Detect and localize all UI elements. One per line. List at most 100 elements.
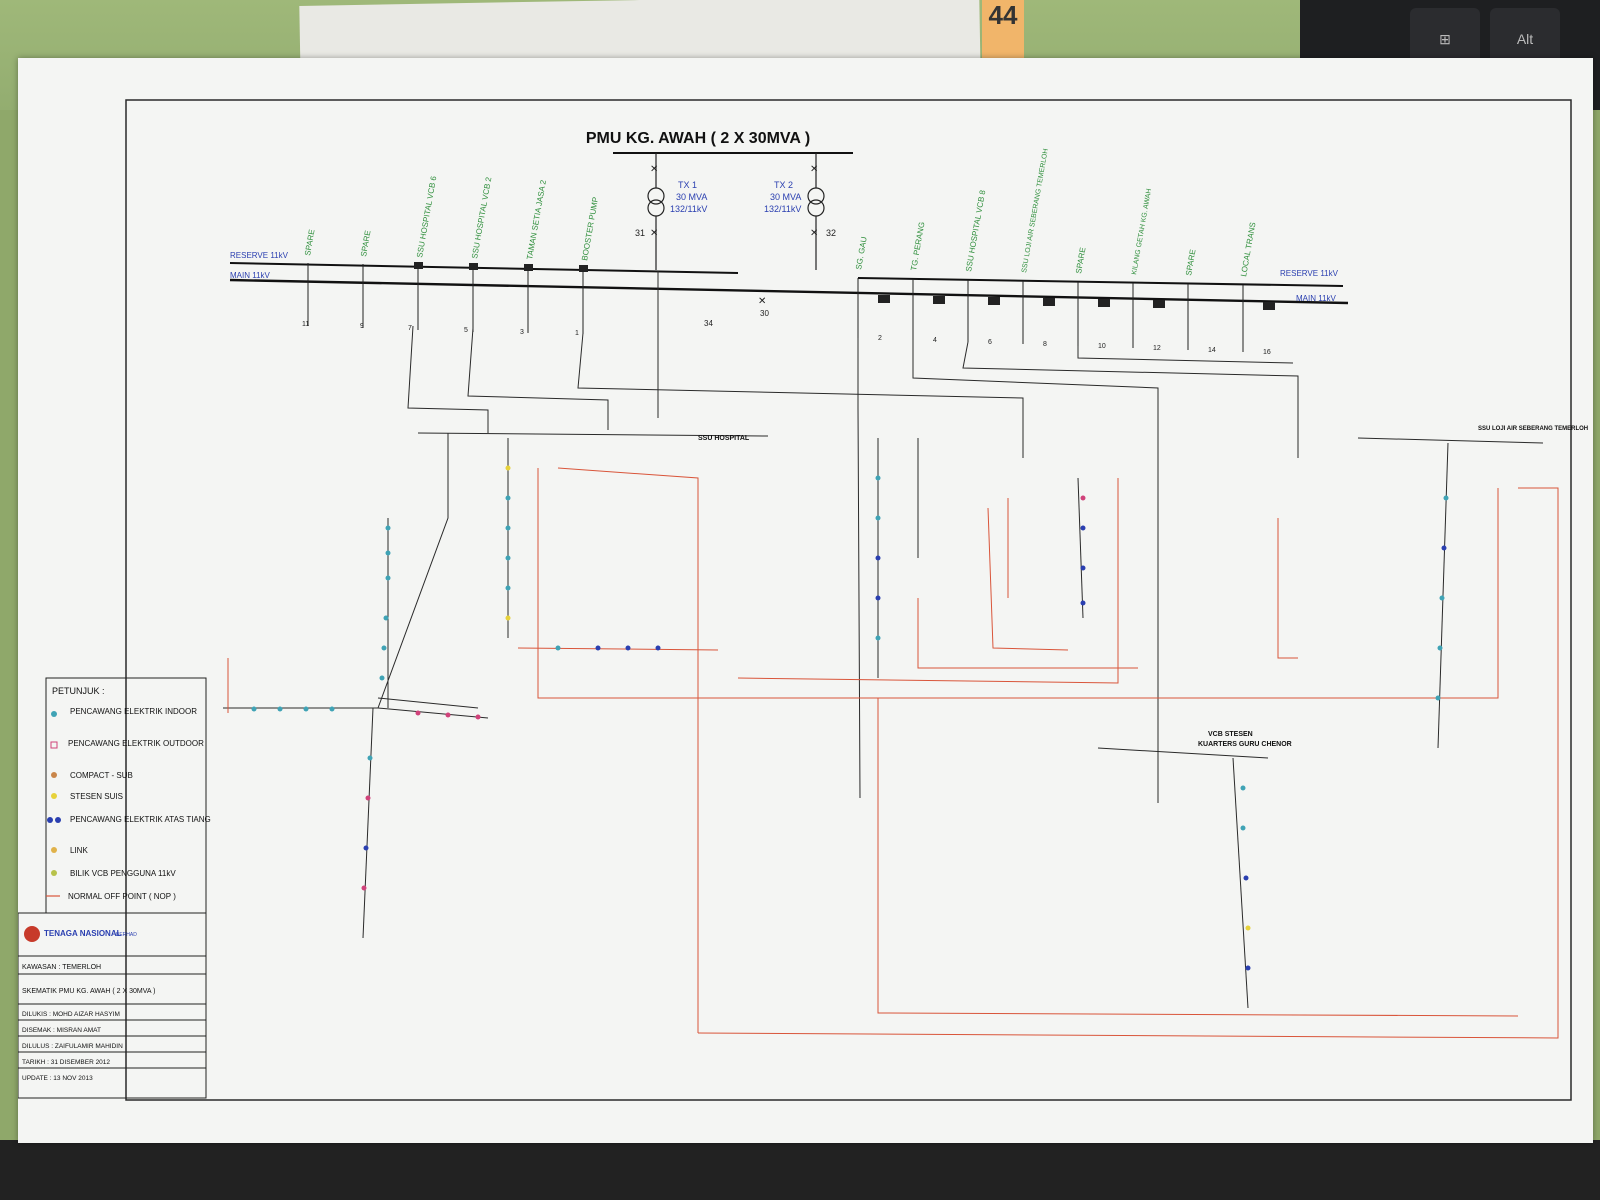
- feeder-label: SSU LOJI AIR SEBERANG TEMERLOH: [1021, 148, 1050, 273]
- feeder-number: 5: [464, 327, 468, 334]
- feeder-label: LOCAL TRANS: [1239, 221, 1257, 277]
- feeder-number: 11: [302, 321, 309, 328]
- vcb-block: [469, 263, 478, 270]
- vcb-stesen-label: VCB STESEN: [1208, 731, 1253, 738]
- feeder-number: 4: [933, 337, 937, 344]
- legend-item-bilik-vcb: BILIK VCB PENGGUNA 11kV: [70, 869, 176, 878]
- legend-compact-sub-icon: [51, 772, 57, 778]
- legend-item-link: LINK: [70, 846, 88, 855]
- svg-text:✕: ✕: [810, 228, 818, 239]
- feeder-number: 8: [1043, 341, 1047, 348]
- legend-item-stesen-suis: STESEN SUIS: [70, 792, 123, 801]
- diagram-title: PMU KG. AWAH ( 2 X 30MVA ): [586, 130, 810, 147]
- feeder-label: KILANG GETAH KG. AWAH: [1131, 188, 1153, 275]
- company-logo: [24, 926, 40, 942]
- company-name: TENAGA NASIONAL: [44, 929, 122, 938]
- distribution-cables: [223, 271, 1544, 1009]
- legend-item-nop: NORMAL OFF POINT ( NOP ): [68, 892, 176, 901]
- ssu-loji-air-label: SSU LOJI AIR SEBERANG TEMERLOH: [1478, 426, 1588, 432]
- update: UPDATE : 13 NOV 2013: [22, 1075, 93, 1082]
- feeder-number: 9: [360, 323, 364, 330]
- disemak: DISEMAK : MISRAN AMAT: [22, 1027, 101, 1034]
- tx2-voltage: 132/11kV: [764, 204, 801, 214]
- feeders-left: [307, 263, 584, 334]
- schematic-diagram: PMU KG. AWAH ( 2 X 30MVA ) ✕ ✕ TX 1 30 M…: [18, 99, 1588, 1101]
- legend-outdoor-icon: [50, 741, 58, 749]
- legend-atas-tiang-icon: [47, 817, 53, 823]
- vcb-block: [1043, 298, 1055, 306]
- vcb-block: [933, 296, 945, 304]
- drawing-frame: [125, 99, 1572, 1101]
- skematik: SKEMATIK PMU KG. AWAH ( 2 X 30MVA ): [22, 988, 155, 995]
- feeder-number: 16: [1263, 349, 1271, 356]
- legend-item-outdoor: PENCAWANG ELEKTRIK OUTDOOR: [68, 739, 204, 748]
- legend-item-compact-sub: COMPACT - SUB: [70, 771, 133, 780]
- company-suffix: BERHAD: [116, 932, 137, 938]
- tx2-rating: 30 MVA: [770, 192, 801, 202]
- feeder-label: SPARE: [1184, 249, 1197, 277]
- feeder-number: 10: [1098, 343, 1106, 350]
- bus-coupler-34: 34: [704, 319, 713, 328]
- main-bus: [229, 278, 1349, 305]
- schematic-sheet: PMU KG. AWAH ( 2 X 30MVA ) ✕ ✕ TX 1 30 M…: [18, 58, 1593, 1143]
- feeder-number: 7: [408, 325, 412, 332]
- reserve-bus-right-label: RESERVE 11kV: [1280, 269, 1339, 278]
- vcb-block: [878, 295, 890, 303]
- desk-bottom-edge: [0, 1140, 1600, 1200]
- tx2-name: TX 2: [774, 180, 793, 190]
- vcb-block: [524, 264, 533, 271]
- substation-markers: [251, 465, 1449, 971]
- reserve-bus-right: [857, 277, 1344, 287]
- main-bus-right-label: MAIN 11kV: [1296, 294, 1337, 303]
- svg-text:✕: ✕: [650, 164, 658, 175]
- tarikh: TARIKH : 31 DISEMBER 2012: [22, 1059, 110, 1066]
- svg-text:✕: ✕: [810, 164, 818, 175]
- vcb-block: [1263, 302, 1275, 310]
- feeder-number: 3: [520, 329, 524, 336]
- legend-heading: PETUNJUK :: [52, 686, 105, 696]
- dilukis: DILUKIS : MOHD AIZAR HASYIM: [22, 1011, 120, 1018]
- feeder-label: SPARE: [1074, 247, 1087, 275]
- tx1-breaker: 31: [635, 228, 645, 238]
- legend: PETUNJUK : PENCAWANG ELEKTRIK INDOOR PEN…: [45, 677, 211, 914]
- feeder-label: BOOSTER PUMP: [580, 196, 600, 261]
- feeder-number: 6: [988, 339, 992, 346]
- legend-item-indoor: PENCAWANG ELEKTRIK INDOOR: [70, 707, 197, 716]
- tx1-voltage: 132/11kV: [670, 204, 707, 214]
- tx1-name: TX 1: [678, 180, 697, 190]
- legend-bilik-vcb-icon: [51, 870, 57, 876]
- reserve-bus-left-label: RESERVE 11kV: [230, 251, 289, 260]
- kawasan: KAWASAN : TEMERLOH: [22, 964, 101, 971]
- vcb-block: [414, 262, 423, 269]
- feeder-number: 2: [878, 335, 882, 342]
- svg-text:✕: ✕: [758, 296, 766, 307]
- legend-item-atas-tiang: PENCAWANG ELEKTRIK ATAS TIANG: [70, 815, 211, 824]
- vcb-block: [1098, 299, 1110, 307]
- feeder-label: TAMAN SETIA JASA 2: [525, 179, 548, 261]
- feeder-number: 14: [1208, 347, 1216, 354]
- svg-text:✕: ✕: [650, 228, 658, 239]
- transformer-tx2: ✕ ✕ TX 2 30 MVA 132/11kV 32: [764, 153, 836, 270]
- title-block: TENAGA NASIONAL BERHAD KAWASAN : TEMERLO…: [18, 912, 207, 1099]
- feeder-number: 1: [575, 330, 579, 337]
- feeder-label: SSU HOSPITAL VCB 2: [470, 176, 493, 260]
- feeder-label: SSU HOSPITAL VCB 6: [415, 175, 438, 259]
- vcb-block: [1153, 300, 1165, 308]
- normal-open-routes: [227, 467, 1559, 1039]
- legend-link-icon: [51, 847, 57, 853]
- ssu-hospital-label: SSU HOSPITAL: [698, 435, 750, 442]
- vcb-block: [579, 265, 588, 272]
- legend-stesen-suis-icon: [51, 793, 57, 799]
- bus-coupler-30: 30: [760, 309, 769, 318]
- dilulus: DILULUS : ZAIFULAMIR MAHIDIN: [22, 1043, 123, 1050]
- vcb-block: [988, 297, 1000, 305]
- feeders-right: [857, 278, 1244, 352]
- vcb-stesen-sub-label: KUARTERS GURU CHENOR: [1198, 741, 1292, 748]
- transformer-tx1: ✕ ✕ TX 1 30 MVA 132/11kV 31: [635, 153, 707, 270]
- feeder-number: 12: [1153, 345, 1161, 352]
- main-bus-left-label: MAIN 11kV: [230, 271, 271, 280]
- feeder-label: SSU HOSPITAL VCB 8: [964, 189, 987, 273]
- legend-indoor-icon: [51, 711, 57, 717]
- tx1-rating: 30 MVA: [676, 192, 707, 202]
- reserve-bus-left: [229, 262, 739, 274]
